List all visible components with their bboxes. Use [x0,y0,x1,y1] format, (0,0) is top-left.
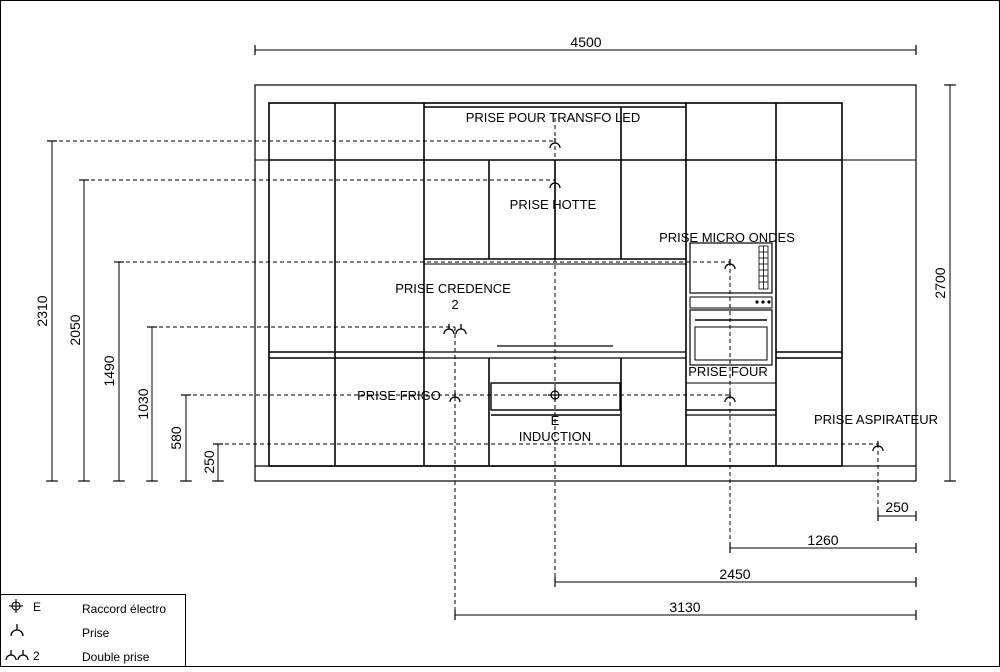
double-prise-credence-symbol [443,324,467,335]
legend-raccord-electro-code: E [33,600,41,614]
prise-micro-ondes-symbol [724,258,736,270]
dim-height-1490: 1490 [101,355,117,386]
dim-overall-height: 2700 [932,267,948,298]
label-prise-hotte: PRISE HOTTE [510,197,597,212]
dim-height-1030: 1030 [135,388,151,419]
label-induction: INDUCTION [519,429,591,444]
dim-height-580: 580 [168,426,184,450]
legend-double-prise-label: Double prise [82,650,150,664]
legend-raccord-electro-label: Raccord électro [82,602,166,616]
label-prise-frigo: PRISE FRIGO [357,388,441,403]
raccord-electro-induction-symbol [548,388,562,402]
prise-four-symbol [724,391,736,403]
label-prise-credence: PRISE CREDENCE [395,281,511,296]
dim-height-250: 250 [201,450,217,474]
legend-double-prise-icon [5,650,29,661]
cabinets [255,102,916,467]
legend-box [0,594,186,667]
legend: E Raccord électro Prise 2 Double prise [0,594,186,667]
microwave-keypad [758,245,769,290]
legend-prise-label: Prise [82,626,110,640]
horizontal-dimensions [254,45,917,620]
legend-prise-icon [10,624,24,637]
dim-horizontal-1260: 1260 [807,532,838,548]
label-prise-transfo-led: PRISE POUR TRANSFO LED [466,110,641,125]
label-prise-micro-ondes: PRISE MICRO ONDES [659,230,795,245]
height-reference-lines [52,118,879,617]
label-prise-credence-count: 2 [451,297,458,312]
dim-height-2310: 2310 [34,295,50,326]
label-induction-code: E [551,413,560,428]
label-prise-four: PRISE FOUR [688,364,767,379]
legend-double-prise-code: 2 [33,649,40,663]
dim-height-2050: 2050 [67,314,83,345]
oven-knobs [755,300,771,304]
dim-horizontal-250: 250 [885,499,909,515]
wall-outline [254,84,917,482]
vertical-dim-base-ticks [46,84,956,482]
dim-overall-width: 4500 [570,34,601,50]
dim-horizontal-3130: 3130 [669,599,700,615]
prise-aspirateur-symbol [872,440,884,452]
legend-raccord-electro-icon [9,599,23,613]
dim-horizontal-2450: 2450 [719,566,750,582]
vertical-dimensions [47,84,955,482]
label-prise-aspirateur: PRISE ASPIRATEUR [814,412,938,427]
